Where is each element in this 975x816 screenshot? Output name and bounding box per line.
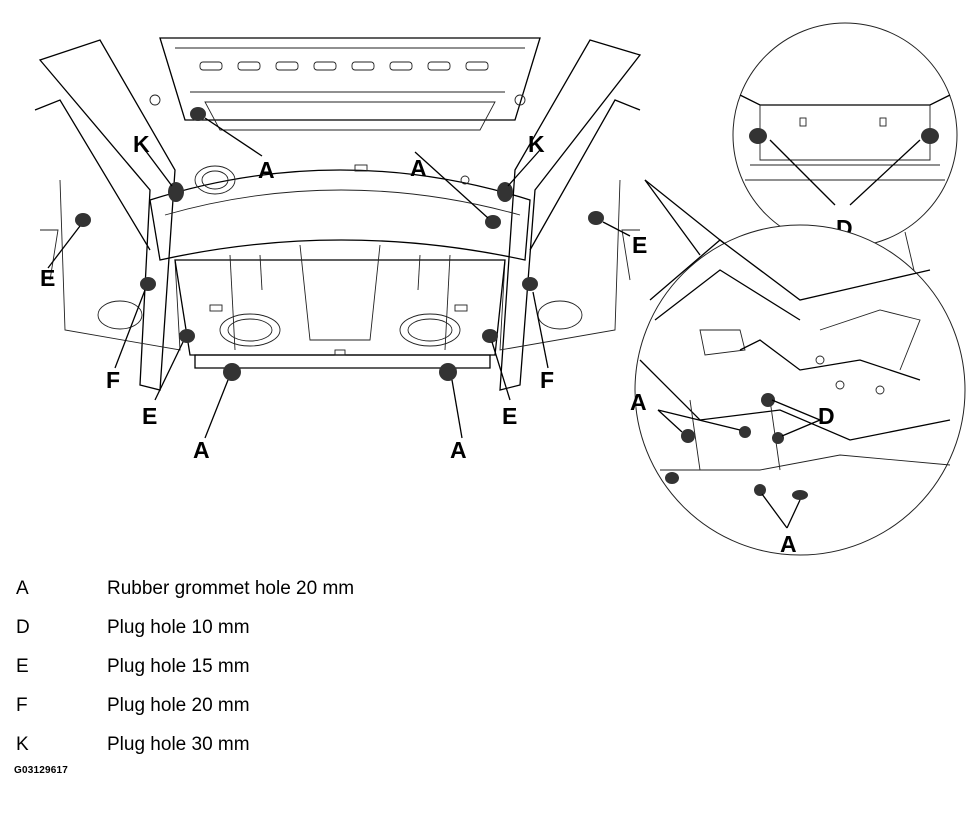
body-plug-location-diagram: K A A K E E F E A A E F D: [34, 22, 966, 557]
callout-e-left: E: [40, 265, 55, 291]
legend: A Rubber grommet hole 20 mm D Plug hole …: [16, 570, 716, 765]
legend-letter: F: [16, 695, 28, 716]
legend-letter: K: [16, 734, 29, 755]
callout-f-right: F: [540, 367, 554, 393]
legend-description: Rubber grommet hole 20 mm: [107, 578, 355, 599]
detail-circle-bottom: [634, 224, 966, 556]
callout-e-right-top: E: [632, 232, 647, 258]
callout-e-bottom-right: E: [502, 403, 517, 429]
callout-a-bottom-left: A: [193, 437, 210, 463]
legend-description: Plug hole 15 mm: [107, 656, 250, 677]
legend-row: E Plug hole 15 mm: [16, 648, 716, 687]
plug-markers: [75, 107, 604, 381]
callout-a-top-right: A: [410, 155, 427, 181]
callout-a-detail-bottom: A: [780, 531, 797, 557]
callout-d-detail-mid: D: [818, 403, 835, 429]
legend-description: Plug hole 20 mm: [107, 695, 250, 716]
legend-description: Plug hole 30 mm: [107, 734, 250, 755]
legend-row: K Plug hole 30 mm: [16, 726, 716, 765]
callout-a-top-left: A: [258, 157, 275, 183]
legend-letter: D: [16, 617, 30, 638]
legend-letter: E: [16, 656, 29, 677]
legend-row: A Rubber grommet hole 20 mm: [16, 570, 716, 609]
legend-row: F Plug hole 20 mm: [16, 687, 716, 726]
callout-k-right: K: [528, 131, 545, 157]
legend-description: Plug hole 10 mm: [107, 617, 250, 638]
main-view-illustration: [34, 37, 642, 439]
callout-a-bottom-right: A: [450, 437, 467, 463]
callout-a-detail-left: A: [630, 389, 647, 415]
detail-circle-top: [732, 22, 958, 248]
legend-letter: A: [16, 578, 29, 599]
callout-k-left: K: [133, 131, 150, 157]
callout-e-bottom-left: E: [142, 403, 157, 429]
legend-row: D Plug hole 10 mm: [16, 609, 716, 648]
callout-f-left: F: [106, 367, 120, 393]
figure-id: G03129617: [14, 765, 69, 776]
